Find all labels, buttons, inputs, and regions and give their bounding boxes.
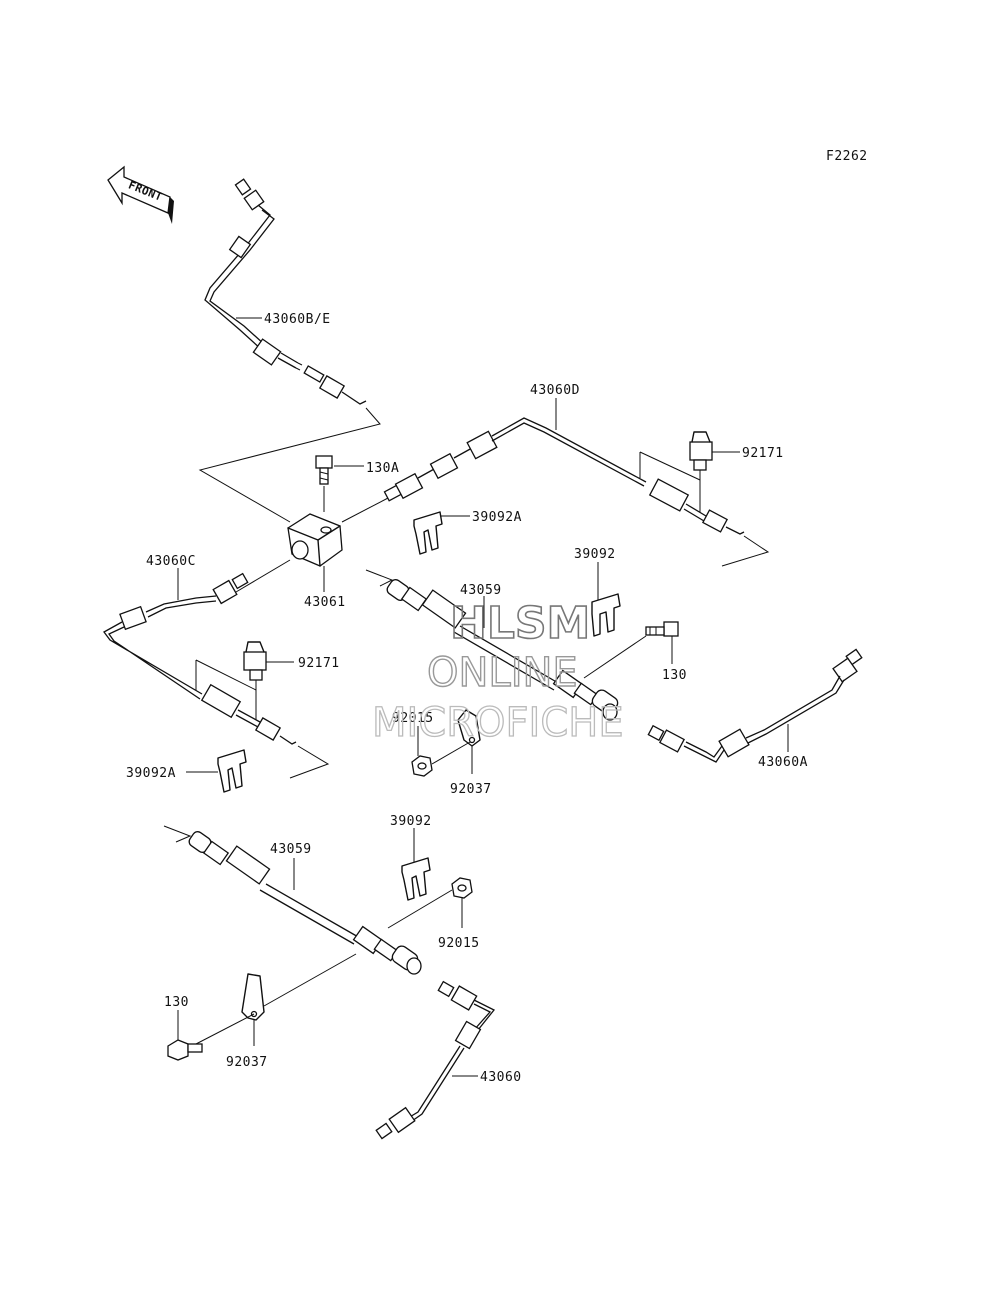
clip-39092-lower [401, 857, 431, 901]
label-43060c: 43060C [146, 554, 196, 569]
label-43060: 43060 [480, 1070, 522, 1085]
label-92171-top: 92171 [742, 446, 784, 461]
clip-92171-left [243, 641, 267, 720]
label-43061: 43061 [304, 595, 346, 610]
brake-pipe-43060be [204, 178, 367, 405]
watermark-line1: HLSM [450, 598, 590, 649]
clip-92171-top [689, 431, 713, 512]
clamp-92037-upper [457, 709, 481, 747]
front-direction-arrow-icon: FRONT [107, 165, 174, 224]
label-92037-upper: 92037 [450, 782, 492, 797]
brake-pipe-43060 [375, 980, 496, 1140]
clip-39092a-left [217, 749, 247, 793]
label-92037-lower: 92037 [226, 1055, 268, 1070]
brake-hose-43059-lower [163, 825, 422, 975]
clip-39092-mid [591, 593, 621, 637]
figure-code: F2262 [826, 149, 868, 164]
label-43060d: 43060D [530, 383, 580, 398]
label-92015-upper: 92015 [392, 711, 434, 726]
label-39092a-top: 39092A [472, 510, 522, 525]
label-43060be: 43060B/E [264, 312, 331, 327]
label-43059-lower: 43059 [270, 842, 312, 857]
nut-92015-lower [451, 877, 473, 899]
brake-pipe-43060d [383, 417, 770, 567]
clip-39092a-top [413, 511, 443, 555]
bolt-130a [315, 455, 333, 485]
label-43060a: 43060A [758, 755, 808, 770]
label-130-lower: 130 [164, 995, 189, 1010]
watermark-line3: MICROFICHE [372, 700, 624, 746]
clamp-92037-lower [241, 973, 265, 1021]
nut-92015-upper [411, 755, 433, 777]
label-92171-left: 92171 [298, 656, 340, 671]
watermark-line2: ONLINE [427, 650, 578, 696]
label-92015-lower: 92015 [438, 936, 480, 951]
brake-pipe-43060c [103, 572, 330, 779]
junction-block-43061 [287, 513, 343, 567]
brake-hose-43059-upper [365, 569, 619, 721]
label-39092-lower: 39092 [390, 814, 432, 829]
label-43059-upper: 43059 [460, 583, 502, 598]
bolt-130-right [645, 621, 679, 637]
label-130-right: 130 [662, 668, 687, 683]
label-39092a-left: 39092A [126, 766, 176, 781]
label-39092-mid: 39092 [574, 547, 616, 562]
brake-pipe-43060a [647, 648, 863, 763]
label-130a: 130A [366, 461, 399, 476]
watermark: HLSM ONLINE MICROFICHE [371, 597, 624, 746]
